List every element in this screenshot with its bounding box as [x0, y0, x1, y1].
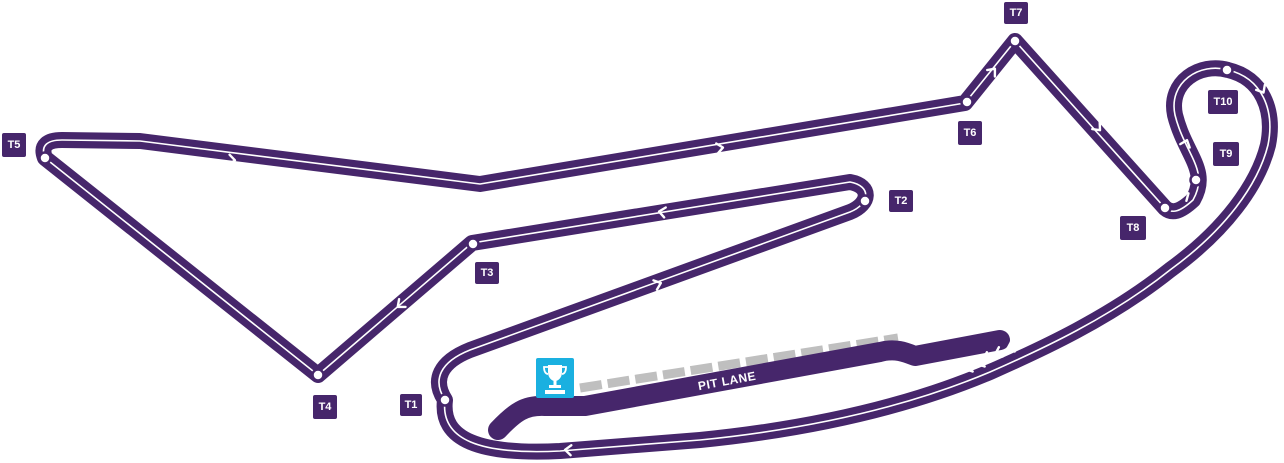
corner-marker-t10 [1220, 63, 1234, 77]
direction-arrow-icon [982, 351, 992, 363]
corner-label-t3: T3 [475, 262, 499, 284]
corner-label-t10-text: T10 [1214, 96, 1233, 108]
direction-arrow-icon [976, 356, 986, 368]
pit-lane-extension [579, 333, 899, 393]
corner-label-t5-text: T5 [8, 139, 21, 151]
direction-arrow-icon [1091, 121, 1102, 132]
trophy-icon [536, 358, 574, 398]
direction-arrow-icon [563, 444, 573, 457]
direction-arrow-icon [652, 279, 663, 291]
direction-arrow-icon [1096, 289, 1107, 301]
direction-arrow-icon [176, 316, 187, 327]
corner-marker-t9 [1189, 173, 1203, 187]
corner-label-t8-text: T8 [1127, 222, 1140, 234]
corner-label-t8: T8 [1120, 216, 1146, 240]
corner-label-t4: T4 [313, 395, 337, 419]
direction-arrow-icon [1254, 83, 1267, 94]
corner-marker-t2 [858, 194, 872, 208]
direction-arrow-icon [715, 142, 725, 155]
direction-arrow-icon [1179, 191, 1190, 203]
corner-label-t1-text: T1 [405, 399, 418, 411]
direction-arrow-icon [994, 346, 1004, 358]
corner-marker-t5 [38, 151, 52, 165]
corner-marker-t3 [466, 237, 480, 251]
direction-arrow-icon [986, 67, 997, 78]
corner-labels: T1 T2 T3 T4 T5 T6 T7 T8 [2, 2, 1239, 419]
corner-label-t5: T5 [2, 133, 26, 157]
corner-label-t6-text: T6 [964, 127, 977, 139]
direction-arrow-icon [396, 298, 407, 309]
corner-label-t2: T2 [889, 190, 913, 212]
corner-marker-t4 [311, 368, 325, 382]
direction-arrow-icon [657, 206, 667, 219]
corner-markers [38, 34, 1234, 407]
direction-arrow-icon [1006, 341, 1016, 353]
corner-label-t7-text: T7 [1010, 7, 1023, 19]
direction-arrows [176, 67, 1267, 457]
corner-marker-t6 [960, 95, 974, 109]
corner-label-t3-text: T3 [481, 267, 494, 279]
corner-marker-t8 [1158, 201, 1172, 215]
corner-label-t9-text: T9 [1220, 148, 1233, 160]
direction-arrow-icon [227, 153, 237, 166]
corner-label-t1: T1 [400, 394, 422, 416]
corner-label-t10: T10 [1208, 90, 1238, 114]
direction-arrow-icon [964, 361, 974, 373]
corner-label-t7: T7 [1004, 2, 1028, 24]
direction-arrow-icon [1179, 138, 1191, 149]
corner-label-t4-text: T4 [319, 401, 333, 413]
corner-label-t9: T9 [1213, 142, 1239, 166]
corner-label-t2-text: T2 [895, 195, 908, 207]
corner-label-t6: T6 [958, 121, 982, 145]
corner-marker-t7 [1008, 34, 1022, 48]
corner-marker-t1 [438, 393, 452, 407]
